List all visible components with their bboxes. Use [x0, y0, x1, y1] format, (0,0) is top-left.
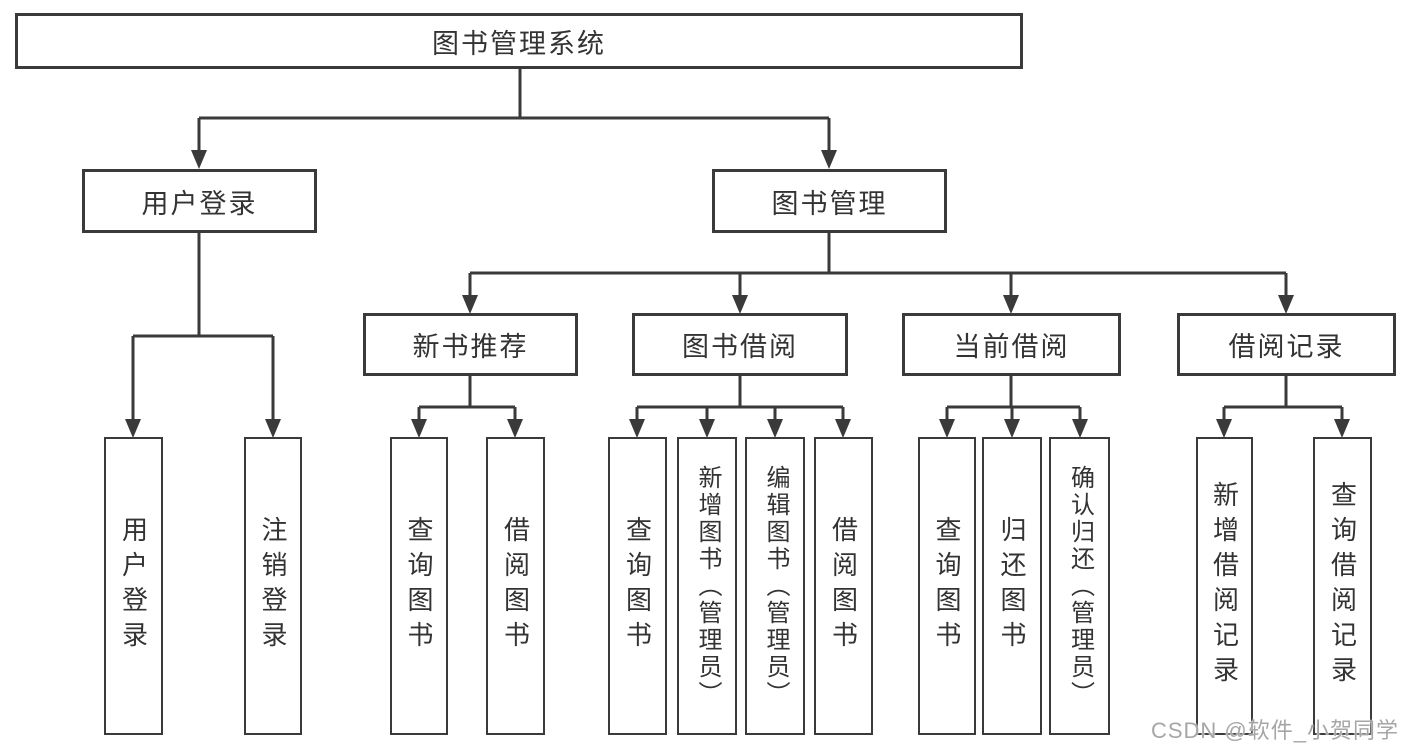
leaf-confirm-return-admin-label: 确认归还（管理员）: [1066, 464, 1094, 708]
leaf-edit-books-admin-box: 编辑图书（管理员）: [745, 437, 805, 735]
arrowhead: [462, 295, 478, 314]
leaf-add-books-admin-label: 新增图书（管理员）: [694, 464, 721, 708]
leaf-query-books-recommend-box: 查询图书: [390, 437, 448, 735]
arrowhead: [1072, 419, 1088, 438]
leaf-user-login-label: 用户登录: [118, 516, 149, 656]
arrowhead: [1278, 295, 1294, 314]
leaf-query-books-borrow-box: 查询图书: [608, 437, 667, 735]
arrowhead: [732, 295, 748, 314]
leaf-return-books-box: 归还图书: [982, 437, 1042, 735]
leaf-logout-label: 注销登录: [258, 516, 288, 656]
leaf-return-books-label: 归还图书: [997, 516, 1027, 656]
leaf-query-books-current-label: 查询图书: [932, 516, 962, 656]
current-borrow-box: 当前借阅: [902, 313, 1121, 376]
leaf-borrow-books-box: 借阅图书: [814, 437, 873, 735]
leaf-query-books-borrow-label: 查询图书: [622, 516, 653, 656]
leaf-query-books-recommend-label: 查询图书: [404, 516, 434, 656]
leaf-edit-books-admin-label: 编辑图书（管理员）: [762, 464, 789, 708]
arrowhead: [191, 150, 207, 169]
arrowhead: [1216, 419, 1232, 438]
leaf-borrow-books-recommend-box: 借阅图书: [486, 437, 545, 735]
leaf-borrow-books-recommend-label: 借阅图书: [500, 516, 531, 656]
arrowhead: [629, 419, 645, 438]
arrowhead: [1004, 419, 1020, 438]
arrowhead: [411, 419, 427, 438]
leaf-query-books-current-box: 查询图书: [918, 437, 976, 735]
arrowhead: [125, 419, 141, 438]
leaf-add-books-admin-box: 新增图书（管理员）: [677, 437, 737, 735]
arrowhead: [699, 419, 715, 438]
arrowhead: [1334, 419, 1350, 438]
new-book-recommend-box: 新书推荐: [363, 313, 578, 376]
leaf-add-borrow-record-box: 新增借阅记录: [1196, 437, 1253, 735]
book-borrow-box: 图书借阅: [632, 313, 848, 376]
leaf-logout-box: 注销登录: [244, 437, 302, 735]
arrowhead: [821, 150, 837, 169]
root-box-library-management-system: 图书管理系统: [15, 13, 1023, 69]
user-login-box: 用户登录: [82, 169, 317, 233]
book-management-box: 图书管理: [712, 169, 947, 233]
leaf-query-borrow-record-label: 查询借阅记录: [1327, 481, 1358, 691]
arrowhead: [939, 419, 955, 438]
arrowhead: [835, 419, 851, 438]
leaf-borrow-books-label: 借阅图书: [828, 516, 859, 656]
leaf-user-login-box: 用户登录: [104, 437, 163, 735]
leaf-query-borrow-record-box: 查询借阅记录: [1313, 437, 1372, 735]
arrowhead: [507, 419, 523, 438]
arrowhead: [767, 419, 783, 438]
leaf-confirm-return-admin-box: 确认归还（管理员）: [1049, 437, 1110, 735]
borrow-record-box: 借阅记录: [1177, 313, 1396, 376]
arrowhead: [265, 419, 281, 438]
leaf-add-borrow-record-label: 新增借阅记录: [1209, 481, 1240, 691]
arrowhead: [1003, 295, 1019, 314]
csdn-watermark: CSDN @软件_小贺同学: [1150, 718, 1399, 743]
